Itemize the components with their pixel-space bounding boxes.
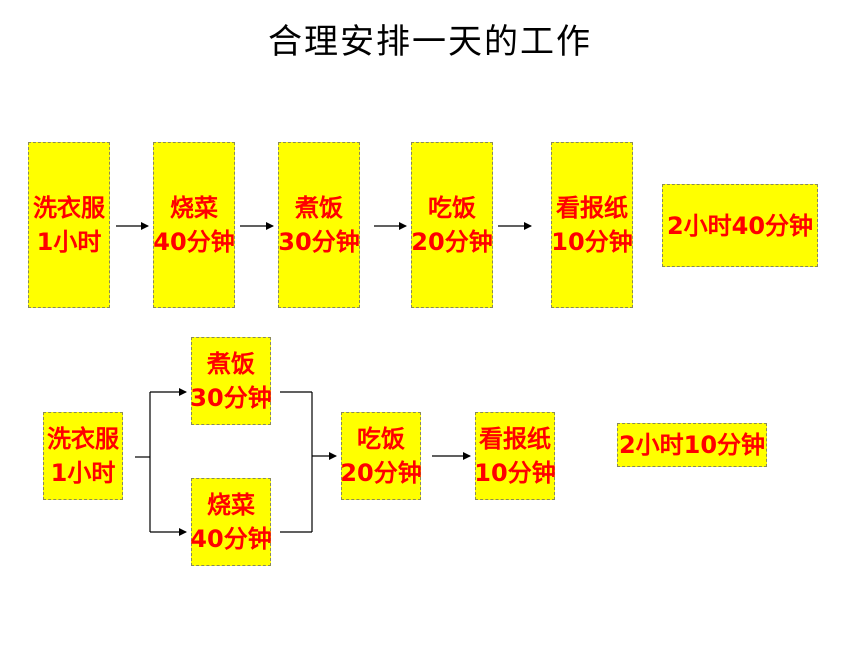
seq-total: 2小时40分钟	[662, 184, 818, 267]
task-name: 吃饭	[357, 425, 405, 453]
task-name: 烧菜	[207, 491, 255, 519]
task-name: 煮饭	[207, 350, 255, 378]
seq-task-read: 看报纸 10分钟	[551, 142, 633, 308]
par-task-wash: 洗衣服 1小时	[43, 412, 123, 500]
task-duration: 20分钟	[340, 459, 422, 487]
task-duration: 30分钟	[190, 384, 272, 412]
task-duration: 30分钟	[278, 228, 360, 256]
task-duration: 1小时	[50, 459, 116, 487]
total-time: 2小时40分钟	[666, 211, 814, 240]
task-duration: 10分钟	[551, 228, 633, 256]
task-name: 煮饭	[295, 194, 343, 222]
par-task-cook-dish: 烧菜 40分钟	[190, 478, 272, 566]
task-name: 洗衣服	[33, 194, 105, 222]
par-task-eat: 吃饭 20分钟	[340, 412, 422, 500]
task-name: 洗衣服	[47, 425, 119, 453]
total-time: 2小时10分钟	[618, 431, 766, 459]
par-task-cook-rice: 煮饭 30分钟	[190, 337, 272, 425]
task-duration: 40分钟	[153, 228, 235, 256]
task-name: 烧菜	[170, 194, 218, 222]
seq-task-eat: 吃饭 20分钟	[411, 142, 493, 308]
task-duration: 10分钟	[474, 459, 556, 487]
par-total: 2小时10分钟	[617, 423, 767, 467]
seq-task-cook-rice: 煮饭 30分钟	[278, 142, 360, 308]
task-duration: 20分钟	[411, 228, 493, 256]
par-task-read: 看报纸 10分钟	[474, 412, 556, 500]
task-name: 吃饭	[428, 194, 476, 222]
task-name: 看报纸	[479, 425, 551, 453]
seq-task-wash: 洗衣服 1小时	[28, 142, 110, 308]
slide-title: 合理安排一天的工作	[268, 22, 592, 62]
task-duration: 40分钟	[190, 525, 272, 553]
seq-task-cook-dish: 烧菜 40分钟	[153, 142, 235, 308]
task-name: 看报纸	[556, 194, 628, 222]
task-duration: 1小时	[36, 228, 102, 256]
